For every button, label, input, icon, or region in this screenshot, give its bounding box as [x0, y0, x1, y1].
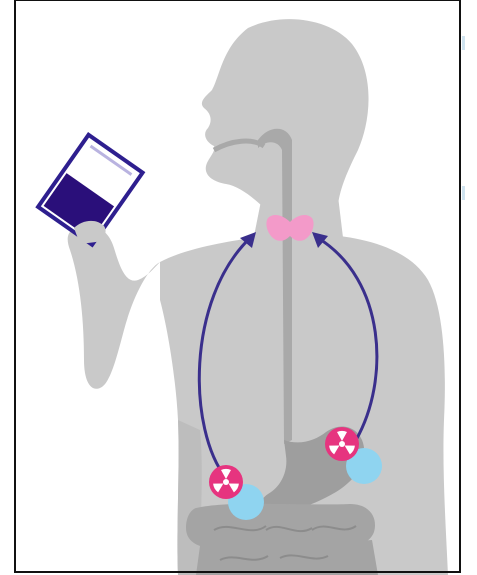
raised-arm-shape	[68, 226, 160, 389]
margin-mark	[462, 186, 465, 200]
radiation-trefoil-icon	[325, 427, 359, 461]
margin-mark	[462, 36, 465, 50]
right-margin-strip	[461, 0, 477, 575]
radiation-trefoil-icon	[209, 465, 243, 499]
lower-body-shade	[177, 420, 201, 575]
intestine-shape	[186, 504, 378, 575]
